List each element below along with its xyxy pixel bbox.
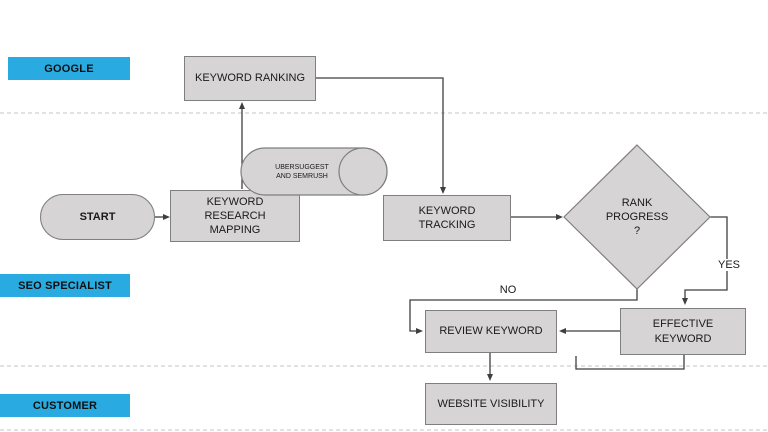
node-start: START [40, 194, 155, 240]
node-review-keyword: REVIEW KEYWORD [425, 310, 557, 353]
connector-effective-bottom-elbow [575, 355, 685, 370]
node-keyword-research-mapping-label: KEYWORD RESEARCH MAPPING [204, 195, 266, 237]
node-keyword-research-mapping: KEYWORD RESEARCH MAPPING [170, 190, 300, 242]
connector-no-to-review-keyword [409, 289, 638, 334]
lane-label-customer: CUSTOMER [0, 394, 130, 417]
node-website-visibility-label: WEBSITE VISIBILITY [437, 397, 545, 410]
node-rank-progress: RANK PROGRESS ? [595, 188, 679, 246]
node-keyword-ranking-label: KEYWORD RANKING [194, 72, 305, 85]
node-ubersuggest-semrush-label: UBERSUGGEST AND SEMRUSH [275, 163, 329, 180]
node-keyword-ranking: KEYWORD RANKING [184, 56, 316, 101]
node-start-label: START [79, 210, 116, 223]
node-website-visibility: WEBSITE VISIBILITY [425, 383, 557, 425]
lane-label-google: GOOGLE [8, 57, 130, 80]
node-effective-keyword: EFFECTIVE KEYWORD [620, 308, 746, 355]
lane-label-seo-specialist: SEO SPECIALIST [0, 274, 130, 297]
node-ubersuggest-semrush: UBERSUGGEST AND SEMRUSH [250, 152, 354, 192]
node-review-keyword-label: REVIEW KEYWORD [439, 325, 543, 338]
connector-ranking-to-tracking [316, 77, 446, 194]
edge-label-no: NO [499, 284, 517, 296]
node-rank-progress-label: RANK PROGRESS ? [605, 196, 669, 238]
node-keyword-tracking: KEYWORD TRACKING [383, 195, 511, 241]
connector-yes-to-effective-keyword [682, 216, 728, 305]
rank-progress-decision-shape [563, 144, 711, 290]
node-effective-keyword-label: EFFECTIVE KEYWORD [652, 318, 714, 345]
node-keyword-tracking-label: KEYWORD TRACKING [418, 204, 476, 231]
edge-label-yes: YES [715, 259, 743, 271]
